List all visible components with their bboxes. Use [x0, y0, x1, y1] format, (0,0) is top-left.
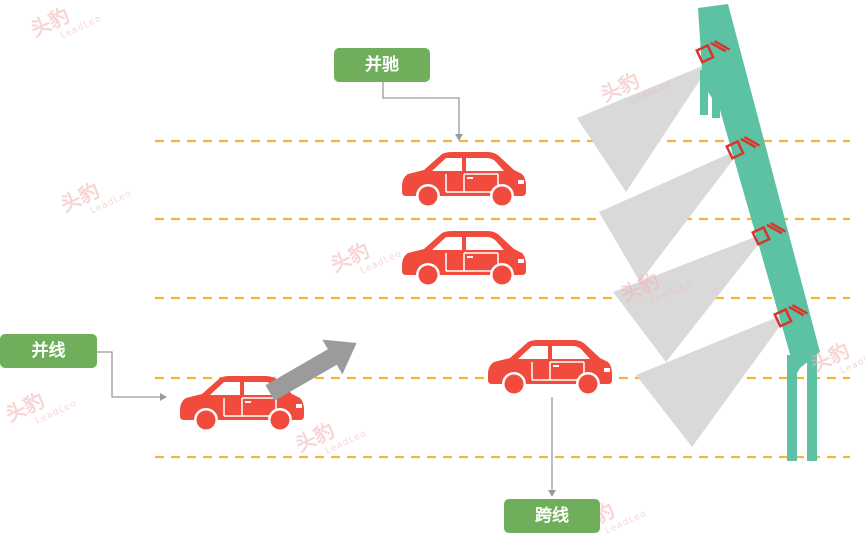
- label-parallel: 并驰: [334, 48, 430, 82]
- car-icon: [487, 339, 613, 397]
- sensor-beam: [577, 62, 712, 192]
- pole-left-leg-top: [700, 70, 708, 115]
- arrow-icon: [265, 339, 357, 401]
- radar-sensor-icon: [751, 222, 787, 246]
- pole-left-leg: [787, 355, 797, 461]
- pole-right-leg: [807, 355, 817, 461]
- sensor-beam: [599, 148, 742, 282]
- pole-body: [698, 4, 820, 375]
- car-icon: [401, 151, 527, 209]
- radar-sensor-icon: [725, 136, 761, 160]
- connector-parallel: [382, 82, 460, 136]
- connector-merge: [97, 351, 162, 398]
- label-cross: 跨线: [504, 499, 600, 533]
- cars: [179, 151, 613, 433]
- label-merge: 并线: [0, 334, 97, 368]
- sensor-beam: [636, 312, 790, 447]
- pole-left-leg-top-2: [712, 70, 720, 118]
- car-icon: [401, 230, 527, 288]
- gantry-pole: [698, 4, 820, 461]
- sensor-beam: [613, 232, 768, 362]
- radar-sensors: [695, 40, 809, 328]
- radar-sensor-icon: [773, 304, 809, 328]
- radar-sensor-icon: [695, 40, 731, 64]
- sensor-beams: [577, 62, 790, 447]
- connectors: [97, 82, 556, 497]
